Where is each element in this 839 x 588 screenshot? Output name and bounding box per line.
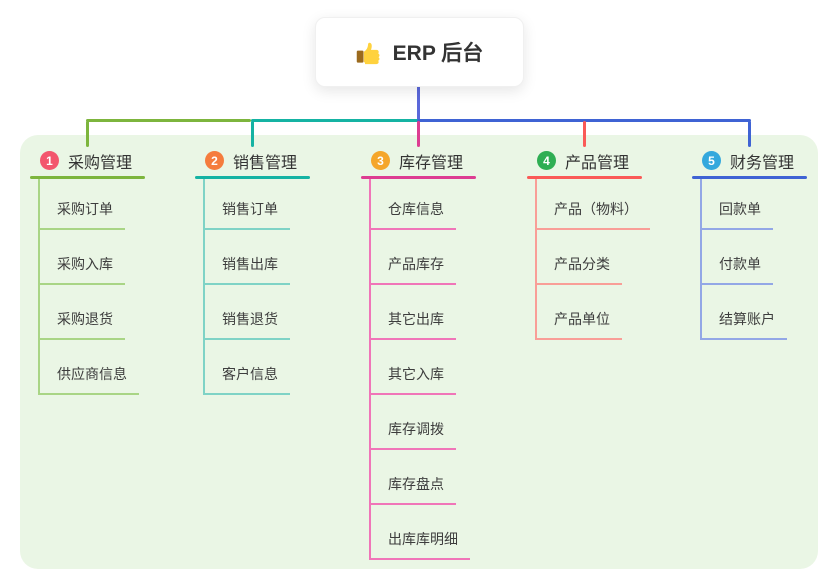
branch-underline [692, 176, 807, 179]
branch-label: 财务管理 [730, 154, 795, 172]
root-title: ERP 后台 [392, 42, 484, 65]
child-node-付款单[interactable]: 付款单 [702, 254, 773, 285]
child-node-出库库明细[interactable]: 出库库明细 [371, 529, 470, 560]
child-node-row: 采购订单 [40, 179, 145, 230]
branch-label: 销售管理 [233, 154, 298, 172]
connector-h-right-blue [417, 119, 751, 122]
child-node-客户信息[interactable]: 客户信息 [205, 364, 290, 395]
child-node-row: 销售退货 [205, 285, 310, 340]
thumbs-up-icon [356, 39, 383, 66]
branch-采购管理: 1 采购管理采购订单采购入库采购退货供应商信息 [30, 148, 145, 395]
connector-drop-branch-3 [417, 121, 420, 147]
child-node-row: 结算账户 [702, 285, 807, 340]
branches-panel [20, 135, 818, 569]
child-node-row: 产品分类 [537, 230, 650, 285]
connector-h-left-green [86, 119, 251, 122]
child-node-row: 供应商信息 [40, 340, 145, 395]
branch-header-财务管理[interactable]: 5 财务管理 [702, 148, 807, 173]
child-node-仓库信息[interactable]: 仓库信息 [371, 199, 456, 230]
child-node-产品单位[interactable]: 产品单位 [537, 309, 622, 340]
branch-label: 采购管理 [68, 154, 133, 172]
connector-h-left-teal [251, 119, 420, 122]
child-node-row: 其它入库 [371, 340, 476, 395]
child-node-采购订单[interactable]: 采购订单 [40, 199, 125, 230]
child-node-库存调拨[interactable]: 库存调拨 [371, 419, 456, 450]
child-node-其它出库[interactable]: 其它出库 [371, 309, 456, 340]
branch-number-badge: 3 [371, 151, 390, 170]
child-node-row: 回款单 [702, 179, 807, 230]
branch-underline [527, 176, 642, 179]
branch-children: 回款单付款单结算账户 [700, 179, 807, 340]
child-node-row: 其它出库 [371, 285, 476, 340]
connector-root-stem [417, 85, 420, 121]
branch-label: 库存管理 [399, 154, 464, 172]
branch-label: 产品管理 [565, 154, 630, 172]
child-node-row: 仓库信息 [371, 179, 476, 230]
child-node-产品（物料）[interactable]: 产品（物料） [537, 199, 650, 230]
child-node-row: 销售出库 [205, 230, 310, 285]
branch-财务管理: 5 财务管理回款单付款单结算账户 [692, 148, 807, 340]
branch-underline [195, 176, 310, 179]
connector-drop-branch-4 [583, 121, 586, 147]
child-node-row: 客户信息 [205, 340, 310, 395]
branch-number-badge: 4 [537, 151, 556, 170]
connector-drop-branch-1 [86, 121, 89, 147]
connector-drop-branch-5 [748, 121, 751, 147]
child-node-row: 库存调拨 [371, 395, 476, 450]
branch-children: 采购订单采购入库采购退货供应商信息 [38, 179, 145, 395]
child-node-row: 采购入库 [40, 230, 145, 285]
branch-children: 仓库信息产品库存其它出库其它入库库存调拨库存盘点出库库明细 [369, 179, 476, 560]
child-node-row: 付款单 [702, 230, 807, 285]
branch-header-销售管理[interactable]: 2 销售管理 [205, 148, 310, 173]
child-node-row: 销售订单 [205, 179, 310, 230]
child-node-产品库存[interactable]: 产品库存 [371, 254, 456, 285]
branch-header-产品管理[interactable]: 4 产品管理 [537, 148, 650, 173]
branch-underline [361, 176, 476, 179]
branch-number-badge: 1 [40, 151, 59, 170]
child-node-row: 库存盘点 [371, 450, 476, 505]
child-node-销售退货[interactable]: 销售退货 [205, 309, 290, 340]
child-node-供应商信息[interactable]: 供应商信息 [40, 364, 139, 395]
child-node-销售订单[interactable]: 销售订单 [205, 199, 290, 230]
child-node-row: 产品单位 [537, 285, 650, 340]
child-node-回款单[interactable]: 回款单 [702, 199, 773, 230]
child-node-产品分类[interactable]: 产品分类 [537, 254, 622, 285]
branch-children: 销售订单销售出库销售退货客户信息 [203, 179, 310, 395]
branch-header-采购管理[interactable]: 1 采购管理 [40, 148, 145, 173]
child-node-row: 采购退货 [40, 285, 145, 340]
child-node-库存盘点[interactable]: 库存盘点 [371, 474, 456, 505]
child-node-其它入库[interactable]: 其它入库 [371, 364, 456, 395]
child-node-row: 出库库明细 [371, 505, 476, 560]
connector-drop-branch-2 [251, 121, 254, 147]
child-node-结算账户[interactable]: 结算账户 [702, 309, 787, 340]
child-node-采购入库[interactable]: 采购入库 [40, 254, 125, 285]
branch-库存管理: 3 库存管理仓库信息产品库存其它出库其它入库库存调拨库存盘点出库库明细 [361, 148, 476, 560]
child-node-采购退货[interactable]: 采购退货 [40, 309, 125, 340]
child-node-row: 产品库存 [371, 230, 476, 285]
branch-header-库存管理[interactable]: 3 库存管理 [371, 148, 476, 173]
branch-产品管理: 4 产品管理产品（物料） 产品分类产品单位 [527, 148, 650, 340]
branch-number-badge: 2 [205, 151, 224, 170]
root-node-erp[interactable]: ERP 后台 [315, 17, 524, 87]
branch-number-badge: 5 [702, 151, 721, 170]
child-node-row: 产品（物料） [537, 179, 650, 230]
branch-underline [30, 176, 145, 179]
child-node-销售出库[interactable]: 销售出库 [205, 254, 290, 285]
branch-children: 产品（物料） 产品分类产品单位 [535, 179, 650, 340]
branch-销售管理: 2 销售管理销售订单销售出库销售退货客户信息 [195, 148, 310, 395]
